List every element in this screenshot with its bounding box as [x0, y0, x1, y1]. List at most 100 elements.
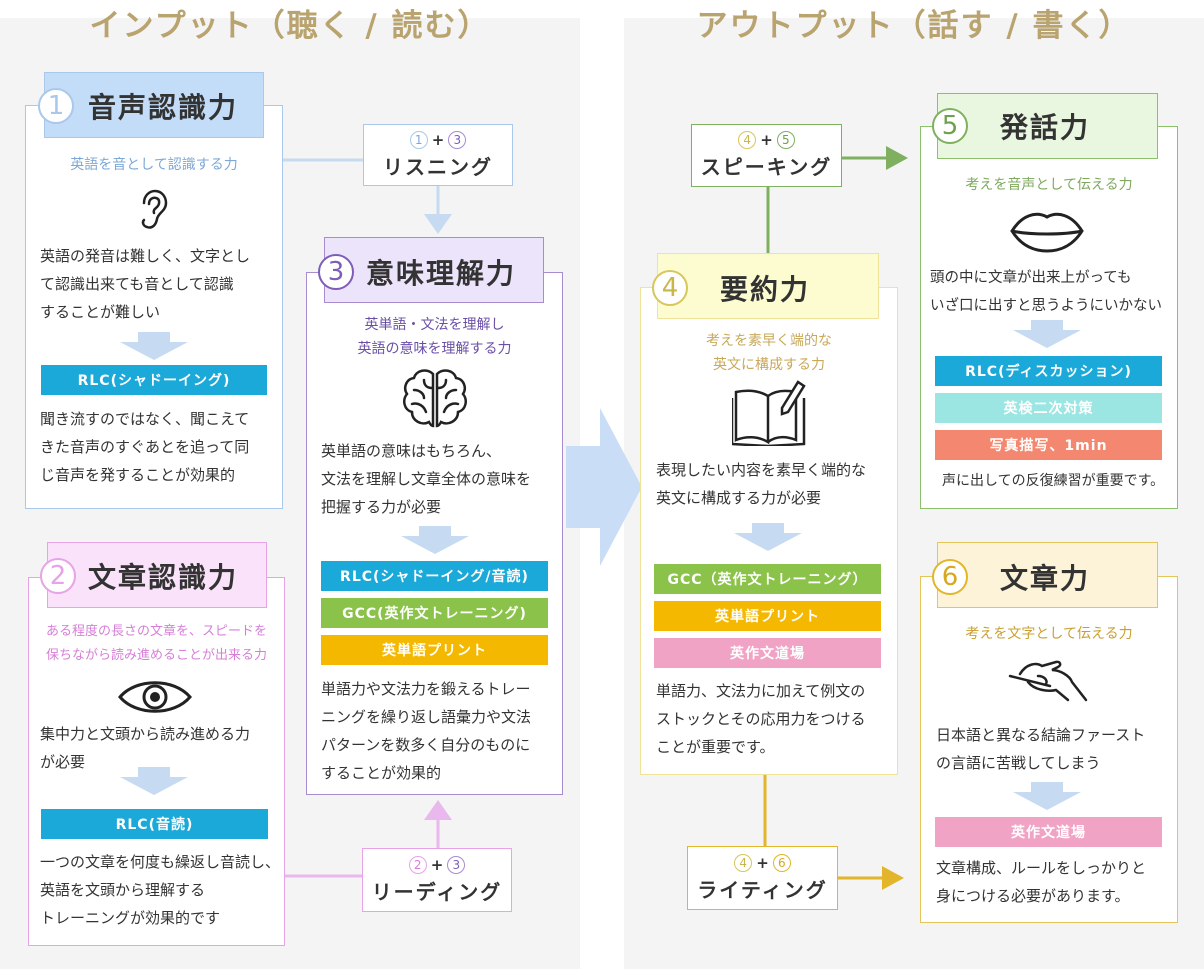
open-book-pen-icon — [732, 380, 806, 446]
input-connectors — [282, 158, 452, 878]
summarizing-header — [657, 253, 879, 319]
number-badge-5: 5 — [932, 108, 968, 144]
text-line: て認識出来ても音として認識 — [40, 275, 234, 293]
number-badge-6: 6 — [932, 559, 968, 595]
text-line: 単語力や文法力を鍛えるトレー — [321, 680, 531, 698]
meaning-comprehension-body: 英単語の意味はもちろん、 文法を理解し文章全体の意味を 把握する力が必要 — [321, 437, 531, 521]
writing-ability-body2: 文章構成、ルールをしっかりと 身につける必要があります。 — [936, 854, 1146, 910]
speaking-ability-subtitle: 考えを音声として伝える力 — [965, 177, 1133, 193]
speaking-ability-body: 頭の中に文章が出来上がっても いざ口に出すと思うようにいかない — [930, 264, 1162, 320]
text-line: 英単語・文法を理解し — [364, 317, 505, 333]
text-line: 単語力、文法力に加えて例文の — [656, 682, 866, 700]
number-badge: 4 — [738, 131, 757, 149]
meaning-comprehension-title: 意味理解力 — [366, 257, 517, 290]
text-line: ニングを繰り返し語彙力や文法 — [321, 708, 532, 726]
reading-box: 2 + 3 リーディング — [362, 848, 512, 912]
meaning-comprehension-header — [324, 237, 544, 303]
voice-recognition-body: 英語の発音は難しく、文字とし て認識出来ても音として認識 することが難しい — [40, 242, 250, 326]
number-badge: 3 — [448, 130, 467, 149]
speaking-ability-body2: 声に出しての反復練習が重要です。 — [942, 467, 1164, 495]
reading-label: リーディング — [371, 879, 503, 904]
number-badge: 3 — [447, 855, 466, 874]
text-line: トレーニングが効果的です — [40, 909, 221, 927]
meaning-comprehension-body2: 単語力や文法力を鍛えるトレー ニングを繰り返し語彙力や文法 パターンを数多く自分… — [321, 675, 531, 787]
number-badge: 5 — [776, 131, 795, 149]
listening-box: 1 + 3 リスニング — [363, 124, 513, 186]
writing-ability-subtitle: 考えを文字として伝える力 — [965, 626, 1133, 642]
text-line: 聞き流すのではなく、聞こえて — [40, 410, 250, 428]
text-line: の言語に苦戦してしまう — [936, 754, 1101, 772]
speaking-ability-title: 発話力 — [1000, 111, 1091, 144]
summarizing-title: 要約力 — [720, 273, 811, 306]
composition-dojo-bar: 英作文道場 — [935, 817, 1162, 847]
text-line: 一つの文章を何度も繰返し音読し、 — [40, 853, 281, 871]
writing-ability-title: 文章力 — [1000, 562, 1091, 595]
reading-combination: 2 + 3 — [408, 855, 466, 874]
text-line: 保ちながら読み進めることが出来る力 — [45, 648, 267, 663]
text-line: 日本語と異なる結論ファースト — [936, 726, 1146, 744]
text-line: することが難しい — [40, 303, 161, 321]
writing-label: ライティング — [697, 877, 828, 902]
down-arrow-icon — [401, 526, 469, 554]
speaking-ability-header — [937, 93, 1158, 159]
down-arrow-icon — [120, 332, 188, 360]
text-line: 頭の中に文章が出来上がっても — [930, 270, 1132, 286]
gcc-composition-bar: GCC(英作文トレーニング) — [321, 598, 548, 628]
listening-label: リスニング — [383, 154, 493, 179]
output-connectors — [763, 146, 908, 890]
writing-ability-body: 日本語と異なる結論ファースト の言語に苦戦してしまう — [936, 721, 1145, 777]
text-line: いざ口に出すと思うようにいかない — [930, 298, 1162, 314]
text-line: パターンを数多く自分のものに — [321, 736, 531, 754]
text-line: 声に出しての反復練習が重要です。 — [942, 473, 1165, 489]
text-line: 把握する力が必要 — [321, 498, 442, 516]
meaning-comprehension-subtitle: 英単語・文法を理解し 英語の意味を理解する力 — [306, 313, 563, 361]
writing-box: 4 + 6 ライティング — [687, 846, 838, 910]
plus-sign: + — [430, 855, 444, 874]
text-line: 文章構成、ルールをしっかりと — [936, 859, 1147, 877]
down-arrow-icon — [1013, 320, 1081, 348]
summarizing-body: 表現したい内容を素早く端的な 英文に構成する力が必要 — [656, 456, 866, 512]
number-badge: 2 — [408, 855, 427, 874]
text-line: じ音声を発することが効果的 — [40, 466, 236, 484]
voice-recognition-subtitle: 英語を音として認識する力 — [70, 157, 238, 173]
number-badge-4: 4 — [652, 270, 688, 306]
text-line: ある程度の長さの文章を、スピードを — [45, 624, 267, 639]
text-line: することが効果的 — [321, 764, 442, 782]
text-line: ストックとその応用力をつける — [656, 710, 866, 728]
sentence-recognition-body2: 一つの文章を何度も繰返し音読し、 英語を文頭から理解する トレーニングが効果的で… — [40, 848, 280, 932]
down-arrow-icon — [734, 523, 802, 551]
sentence-recognition-header — [47, 542, 267, 608]
ear-icon — [141, 189, 168, 229]
plus-sign: + — [756, 853, 769, 872]
writing-ability-card — [920, 576, 1178, 923]
text-line: 英単語の意味はもちろん、 — [321, 442, 502, 460]
speaking-box: 4 + 5 スピーキング — [691, 124, 842, 187]
lips-icon — [1010, 212, 1084, 253]
speaking-label: スピーキング — [700, 155, 833, 179]
sentence-recognition-card — [28, 577, 285, 946]
rlc-shadowing-bar: RLC(シャドーイング) — [41, 365, 267, 395]
text-line: 英語の発音は難しく、文字とし — [40, 247, 251, 265]
composition-dojo-bar: 英作文道場 — [654, 638, 881, 668]
sentence-recognition-title: 文章認識力 — [88, 561, 239, 594]
text-line: 英文に構成する力 — [713, 357, 825, 373]
summarizing-subtitle: 考えを素早く端的な 英文に構成する力 — [640, 329, 898, 377]
hand-writing-icon — [1008, 660, 1088, 702]
text-line: 英語の意味を理解する力 — [357, 341, 512, 357]
plus-sign: + — [431, 130, 445, 149]
number-badge: 4 — [734, 853, 753, 872]
plus-sign: + — [760, 131, 773, 149]
text-line: 英文に構成する力が必要 — [656, 489, 822, 507]
number-badge: 1 — [409, 130, 428, 149]
text-line: 文法を理解し文章全体の意味を — [321, 470, 532, 488]
number-badge-3: 3 — [318, 254, 354, 290]
sentence-recognition-body: 集中力と文頭から読み進める力 が必要 — [40, 720, 250, 776]
voice-recognition-header — [44, 72, 264, 138]
number-badge-1: 1 — [38, 88, 74, 124]
voice-recognition-title: 音声認識力 — [88, 91, 239, 124]
text-line: 身につける必要があります。 — [936, 887, 1130, 905]
brain-icon — [403, 369, 467, 428]
rlc-discussion-bar: RLC(ディスカッション) — [935, 356, 1162, 386]
listening-combination: 1 + 3 — [409, 130, 467, 149]
input-section-title: インプット（聴く / 読む） — [89, 8, 491, 44]
